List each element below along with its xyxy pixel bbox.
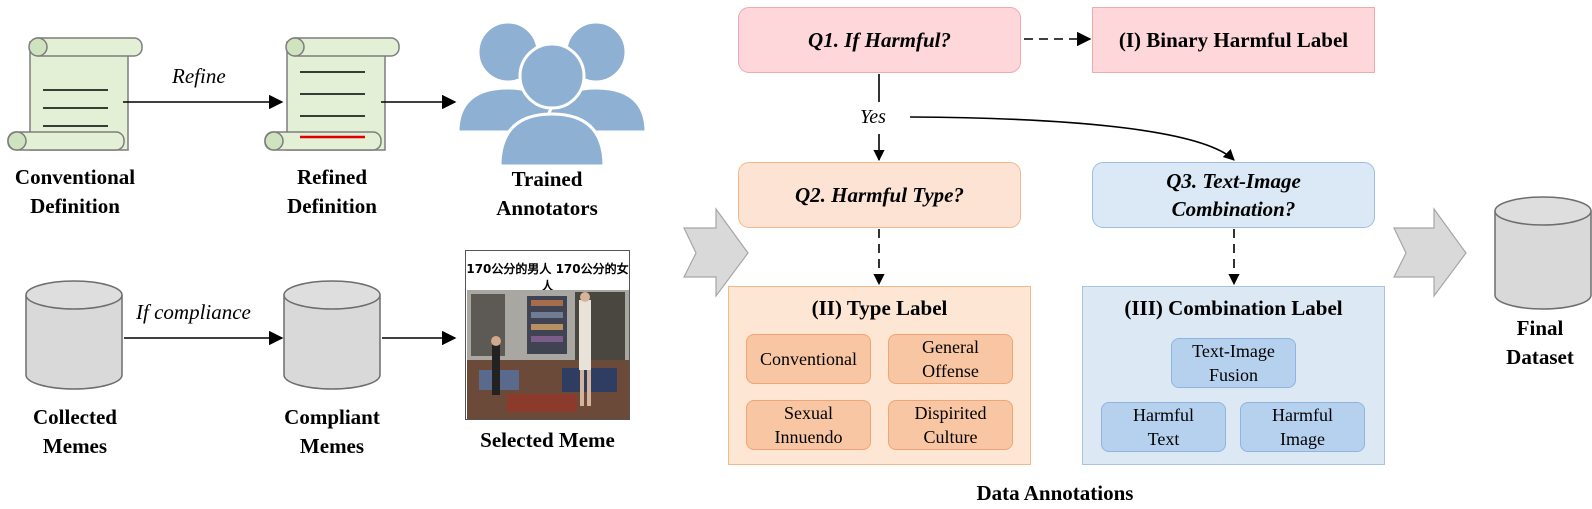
refined-scroll-icon (264, 37, 400, 151)
conventional-definition-label: Conventional Definition (0, 163, 150, 221)
label-line: Trained (511, 167, 583, 191)
label-line: Conventional (14, 165, 136, 189)
block-arrow-to-annotation (683, 207, 749, 298)
chip-line: Offense (922, 361, 979, 381)
collected-memes-cylinder-icon (25, 280, 123, 390)
meme-photo (467, 290, 629, 419)
chip-line: Fusion (1208, 365, 1258, 385)
compliant-memes-label: Compliant Memes (262, 403, 402, 461)
label-line: Collected (33, 405, 117, 429)
label-line: Memes (299, 434, 365, 458)
final-dataset-label: Final Dataset (1488, 314, 1592, 372)
data-annotations-label: Data Annotations (976, 481, 1134, 505)
chip-line: Harmful (1272, 405, 1333, 425)
type-chip-sexual-innuendo: Sexual Innuendo (746, 400, 871, 450)
chip-line: General (922, 337, 979, 357)
combination-label-panel: (III) Combination Label Text-Image Fusio… (1082, 286, 1385, 465)
label-line: Compliant (284, 405, 380, 429)
refined-definition-label: Refined Definition (262, 163, 402, 221)
type-chip-dispirited-culture: Dispirited Culture (888, 400, 1013, 450)
label-line: Refined (297, 165, 367, 189)
chip-line: Image (1280, 429, 1325, 449)
combo-chip-harmful-image: Harmful Image (1240, 402, 1365, 452)
block-arrow-to-dataset (1393, 207, 1467, 298)
chip-line: Harmful (1133, 405, 1194, 425)
type-label-title: (II) Type Label (811, 296, 948, 320)
q3-text-image-combination-box: Q3. Text-Image Combination? (1092, 162, 1375, 228)
yes-label: Yes (860, 106, 886, 128)
combo-chip-harmful-text: Harmful Text (1101, 402, 1226, 452)
conventional-scroll-icon (7, 37, 143, 151)
collected-memes-label: Collected Memes (5, 403, 145, 461)
final-dataset-cylinder-icon (1494, 196, 1592, 310)
meme-caption: 170公分的男人 170公分的女人 (466, 262, 629, 293)
q3-line: Q3. Text-Image (1166, 169, 1301, 193)
type-chip-conventional: Conventional (746, 334, 871, 384)
chip-line: Sexual (783, 403, 833, 423)
trained-annotators-label: Trained Annotators (472, 165, 622, 223)
chip-line: Text-Image (1192, 341, 1275, 361)
selected-meme-label: Selected Meme (480, 428, 615, 452)
q2-harmful-type-box: Q2. Harmful Type? (738, 162, 1021, 228)
chip-line: Text (1147, 429, 1180, 449)
chip-line: Dispirited (914, 403, 987, 423)
selected-meme-image: 170公分的男人 170公分的女人 (465, 250, 630, 420)
compliant-memes-cylinder-icon (283, 280, 381, 390)
q3-line: Combination? (1171, 197, 1296, 221)
q1-if-harmful-box: Q1. If Harmful? (738, 7, 1021, 73)
label-line: Annotators (496, 196, 598, 220)
if-compliance-label: If compliance (136, 300, 251, 324)
binary-harmful-label-box: (I) Binary Harmful Label (1092, 7, 1375, 73)
type-chip-general-offense: General Offense (888, 334, 1013, 384)
yes-to-q3-arrow (909, 116, 1235, 161)
annotators-group-icon (456, 20, 648, 168)
chip-line: Conventional (760, 349, 857, 369)
chip-line: Innuendo (774, 427, 843, 447)
label-line: Definition (287, 194, 377, 218)
label-line: Definition (30, 194, 120, 218)
chip-line: Culture (923, 427, 978, 447)
label-line: Memes (42, 434, 108, 458)
type-label-panel: (II) Type Label Conventional General Off… (728, 286, 1031, 465)
combination-label-title: (III) Combination Label (1124, 296, 1343, 320)
label-line: Dataset (1506, 345, 1574, 369)
label-line: Final (1516, 316, 1564, 340)
combo-chip-text-image-fusion: Text-Image Fusion (1171, 338, 1296, 388)
refine-label: Refine (172, 64, 226, 88)
